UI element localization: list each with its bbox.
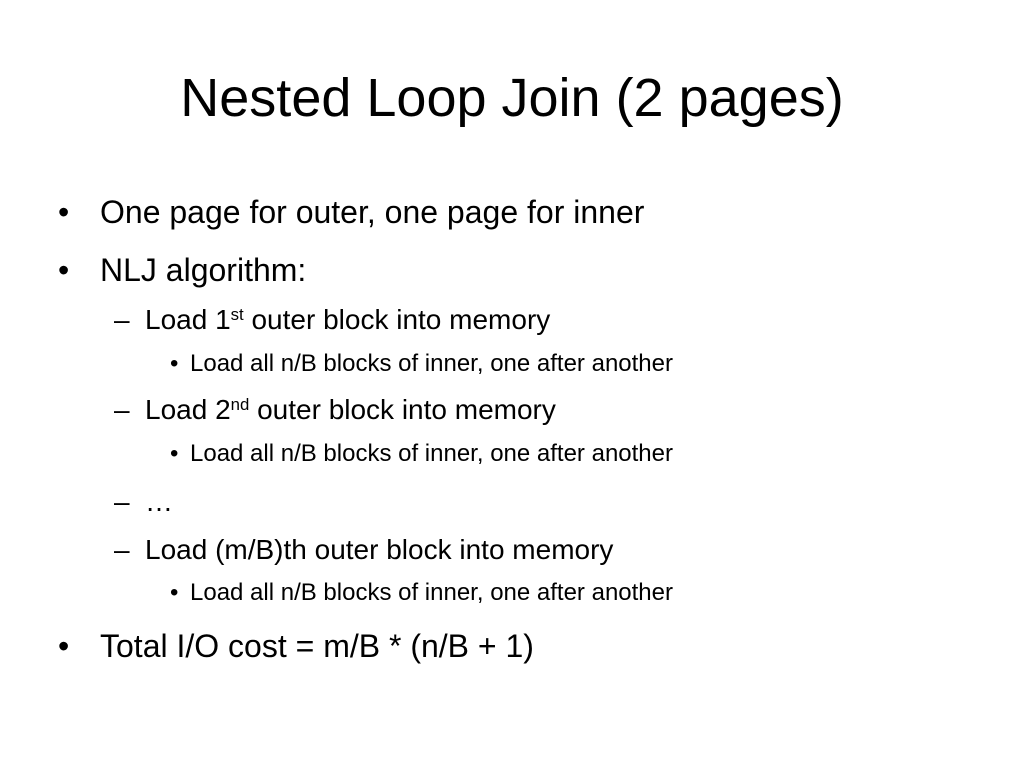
slide-title: Nested Loop Join (2 pages) <box>180 68 844 128</box>
sub-sub-item-load-inner: Load all n/B blocks of inner, one after … <box>190 579 673 606</box>
bullet-marker: • <box>170 350 179 377</box>
dash-marker: – <box>114 394 130 425</box>
bullet-marker: • <box>170 440 179 467</box>
sub-item-load-mb-outer: Load (m/B)th outer block into memory <box>145 534 614 565</box>
dash-marker: – <box>114 304 130 335</box>
sub-item-ellipsis: … <box>145 486 173 517</box>
bullet-item-total-io-cost: Total I/O cost = m/B * (n/B + 1) <box>100 628 534 664</box>
bullet-marker: • <box>58 252 70 288</box>
sub-item-text: outer block into memory <box>243 304 551 335</box>
bullet-item-one-page: One page for outer, one page for inner <box>100 194 645 230</box>
sub-item-text: outer block into memory <box>249 394 556 425</box>
ordinal-suffix: st <box>230 304 244 324</box>
sub-item-text: Load 1 <box>145 304 231 335</box>
dash-marker: – <box>114 534 130 565</box>
ordinal-suffix: nd <box>230 394 250 414</box>
sub-item-load-second-outer: Load 2nd outer block into memory <box>145 392 556 428</box>
sub-item-text: Load 2 <box>145 394 231 425</box>
sub-sub-item-load-inner: Load all n/B blocks of inner, one after … <box>190 350 673 377</box>
bullet-marker: • <box>58 194 70 230</box>
bullet-marker: • <box>58 628 70 664</box>
sub-sub-item-load-inner: Load all n/B blocks of inner, one after … <box>190 440 673 467</box>
bullet-marker: • <box>170 579 179 606</box>
dash-marker: – <box>114 486 130 517</box>
sub-item-load-first-outer: Load 1st outer block into memory <box>145 302 550 338</box>
bullet-item-nlj-algorithm: NLJ algorithm: <box>100 252 307 288</box>
